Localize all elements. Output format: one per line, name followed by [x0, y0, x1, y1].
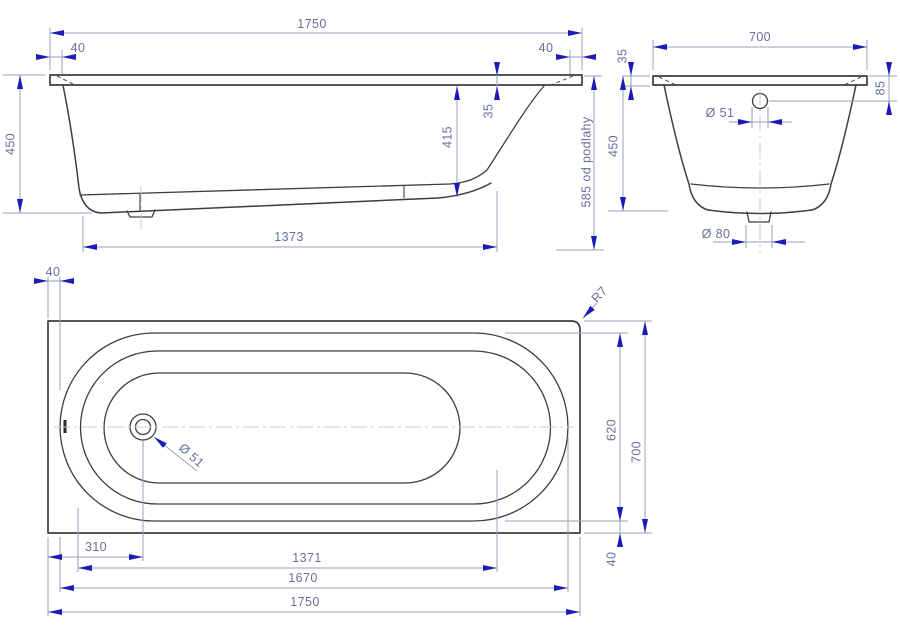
side-view: 1750 40 40 450 35 415 1373 585 od podlah…: [3, 17, 604, 252]
dim-side-rim-thickness: 35: [481, 104, 495, 119]
dim-plan-rim-overhang: 40: [46, 265, 61, 279]
plan-view: 40 R7 Ø 51 620 700 40 310 1371 1670 1750: [34, 265, 652, 616]
dim-side-bottom-length: 1373: [274, 230, 303, 244]
dim-plan-drain-offset: 310: [85, 540, 107, 554]
end-view-labels: 700 35 85 450 Ø 51 Ø 80: [606, 30, 887, 241]
side-view-extension-lines: [3, 28, 604, 252]
dim-plan-width: 700: [629, 441, 643, 463]
dim-side-overhang-left: 40: [71, 41, 86, 55]
plan-view-geometry: [47, 320, 581, 534]
dim-side-length: 1750: [297, 17, 326, 31]
dim-end-overflow-diameter: Ø 51: [706, 106, 735, 120]
dim-plan-length: 1750: [290, 595, 319, 609]
plan-view-dimension-lines: [34, 278, 648, 615]
dim-end-height: 450: [606, 135, 620, 157]
dim-plan-floor-length: 1371: [292, 551, 321, 565]
side-view-labels: 1750 40 40 450 35 415 1373 585 od podlah…: [3, 17, 593, 244]
dim-plan-rim-gap: 40: [604, 552, 618, 567]
dim-plan-drain-diameter: Ø 51: [176, 441, 207, 471]
dim-side-inner-depth: 415: [440, 126, 454, 148]
side-view-geometry: [49, 74, 583, 230]
dim-side-overhang-right: 40: [539, 41, 554, 55]
dim-side-height-from-floor: 585 od podlahy: [579, 116, 593, 207]
end-view-dimension-lines: [620, 44, 892, 245]
dim-plan-inner-length: 1670: [288, 571, 317, 585]
dim-end-rim-thickness: 35: [615, 49, 629, 64]
end-view: 700 35 85 450 Ø 51 Ø 80: [606, 30, 897, 253]
plan-view-extension-lines: [47, 277, 652, 616]
dim-side-height: 450: [3, 133, 17, 155]
side-view-dimension-lines: [17, 30, 597, 250]
dim-end-width: 700: [749, 30, 771, 44]
end-view-extension-lines: [608, 40, 897, 248]
end-view-geometry: [652, 75, 868, 253]
dim-plan-corner-radius: R7: [589, 284, 611, 306]
dim-end-overflow-offset: 85: [873, 81, 887, 96]
dim-end-drain-diameter: Ø 80: [702, 227, 731, 241]
dim-plan-inner-width: 620: [604, 419, 618, 441]
